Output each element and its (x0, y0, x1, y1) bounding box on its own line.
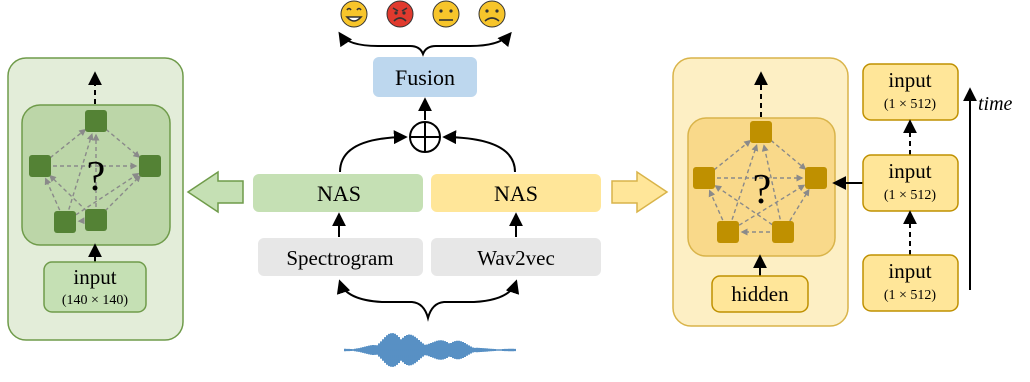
cell-node (772, 221, 794, 243)
spectrogram-box (258, 238, 423, 276)
cell-node (693, 167, 715, 189)
nas-left-to-sum-arrow (339, 130, 408, 173)
wav2vec-box (431, 238, 601, 276)
emotion-brace (338, 31, 512, 57)
cell-node (139, 155, 161, 177)
input-sequence: input (1 × 512) input (1 × 512) input (1… (862, 63, 959, 312)
right-cell-edges (708, 139, 810, 236)
input-label-bottom: input (888, 259, 931, 283)
cell-edge (731, 143, 759, 220)
cell-node (85, 209, 107, 231)
angry-face-icon (386, 0, 414, 28)
input-size-middle: (1 × 512) (884, 188, 937, 203)
cell-edge (105, 128, 141, 158)
cell-edge (714, 185, 773, 226)
left-question-mark: ? (87, 154, 106, 200)
cell-edge (770, 139, 807, 170)
spectrogram-label: Spectrogram (286, 246, 393, 270)
left-input-label: input (73, 265, 116, 289)
nas-left-box (253, 174, 423, 212)
input-size-bottom: (1 × 512) (884, 288, 937, 303)
time-label: time (978, 93, 1013, 115)
nas-right-label: NAS (494, 181, 538, 206)
cell-edge (44, 177, 61, 211)
left-search-space-panel: ? input (140 × 140) (7, 57, 184, 341)
right-question-mark: ? (753, 167, 772, 213)
cell-node (805, 167, 827, 189)
input-size-top: (1 × 512) (884, 97, 937, 112)
nas-left-label: NAS (317, 181, 361, 206)
cell-node (750, 121, 772, 143)
input-label-top: input (888, 68, 931, 92)
cell-edge (49, 128, 87, 159)
wav2vec-label: Wav2vec (477, 246, 555, 270)
cell-edge (789, 188, 810, 222)
right-block-arrow (611, 170, 669, 214)
left-block-arrow (186, 170, 244, 214)
frowning-face-icon (478, 0, 506, 28)
nas-right-to-sum-arrow (442, 130, 516, 173)
cell-edge (49, 174, 88, 212)
cell-edge (68, 133, 94, 210)
cell-edge (75, 172, 140, 216)
fusion-box (373, 57, 477, 97)
cell-node (29, 155, 51, 177)
left-input-box (43, 261, 147, 313)
cell-node (717, 221, 739, 243)
hidden-box (711, 275, 809, 313)
right-search-space-panel: ? hidden (672, 57, 849, 327)
grinning-face-icon (340, 0, 368, 28)
left-cell-nodes (29, 110, 161, 233)
audio-waveform-icon (344, 333, 516, 367)
neutral-face-icon (432, 0, 460, 28)
cell-node (85, 110, 107, 132)
emotion-icons (340, 0, 506, 28)
input-box-bottom (862, 254, 959, 312)
cell-edge (761, 144, 781, 220)
cell-node (54, 211, 76, 233)
hidden-label: hidden (731, 282, 789, 306)
cell-edge (104, 174, 142, 212)
left-cell-edges (44, 128, 142, 225)
input-label-middle: input (888, 159, 931, 183)
right-cell-nodes (693, 121, 827, 243)
left-input-size: (140 × 140) (62, 293, 129, 308)
fusion-label: Fusion (395, 65, 455, 90)
audio-to-features-brace (336, 279, 520, 322)
waveform-path (344, 333, 516, 367)
cell-edge (738, 184, 806, 226)
cell-edge (708, 189, 724, 221)
cell-edge (713, 139, 752, 171)
nas-right-box (431, 174, 601, 212)
